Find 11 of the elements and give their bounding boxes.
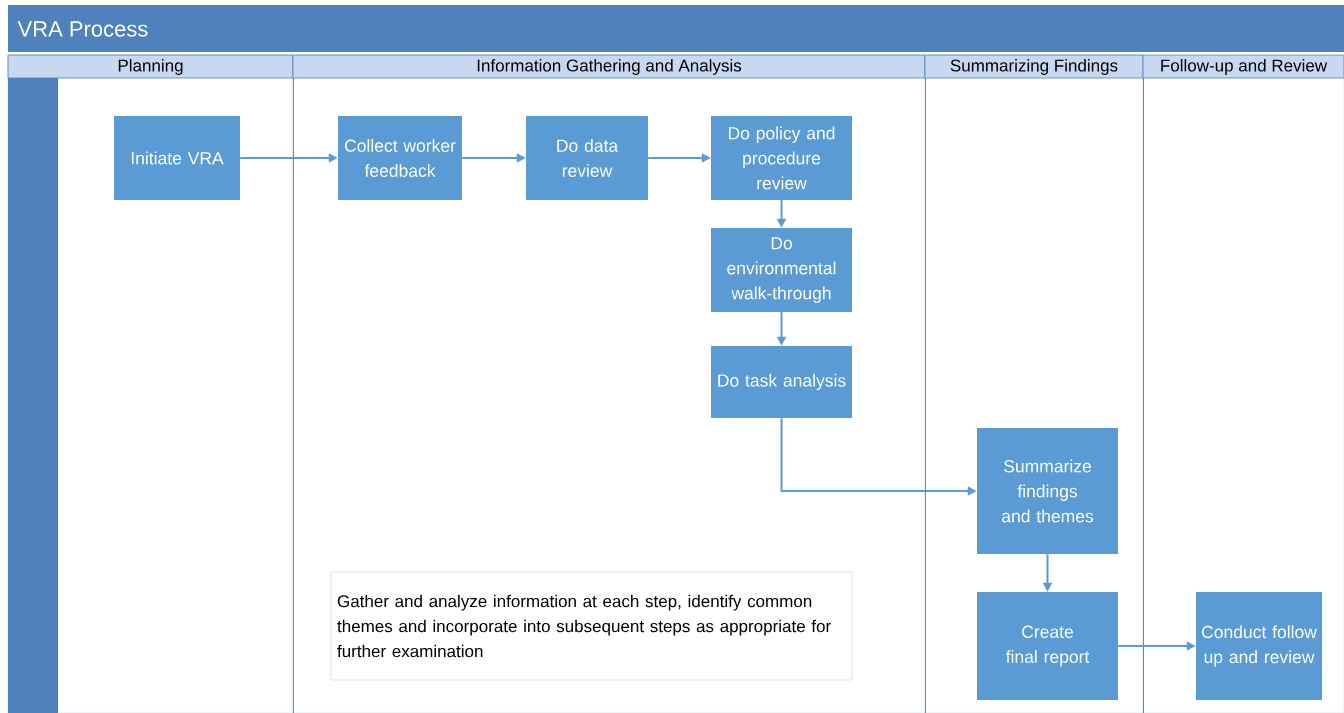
process-box: Collect worker feedback: [338, 116, 462, 200]
process-box: Summarize findings and themes: [977, 428, 1118, 554]
process-box: Do task analysis: [711, 346, 852, 418]
process-box: Do environmental walk-through: [711, 228, 852, 312]
title-bar: VRA Process: [8, 5, 1344, 52]
process-box: Create final report: [977, 592, 1118, 700]
note-box: Gather and analyze information at each step, identify common themes and incorporate into subsequent steps as appropriate for further examination: [330, 571, 853, 681]
process-box: Do data review: [526, 116, 648, 200]
process-box: Conduct follow up and review: [1196, 592, 1322, 700]
process-box: Initiate VRA: [114, 116, 240, 200]
process-box: Do policy and procedure review: [711, 116, 852, 200]
